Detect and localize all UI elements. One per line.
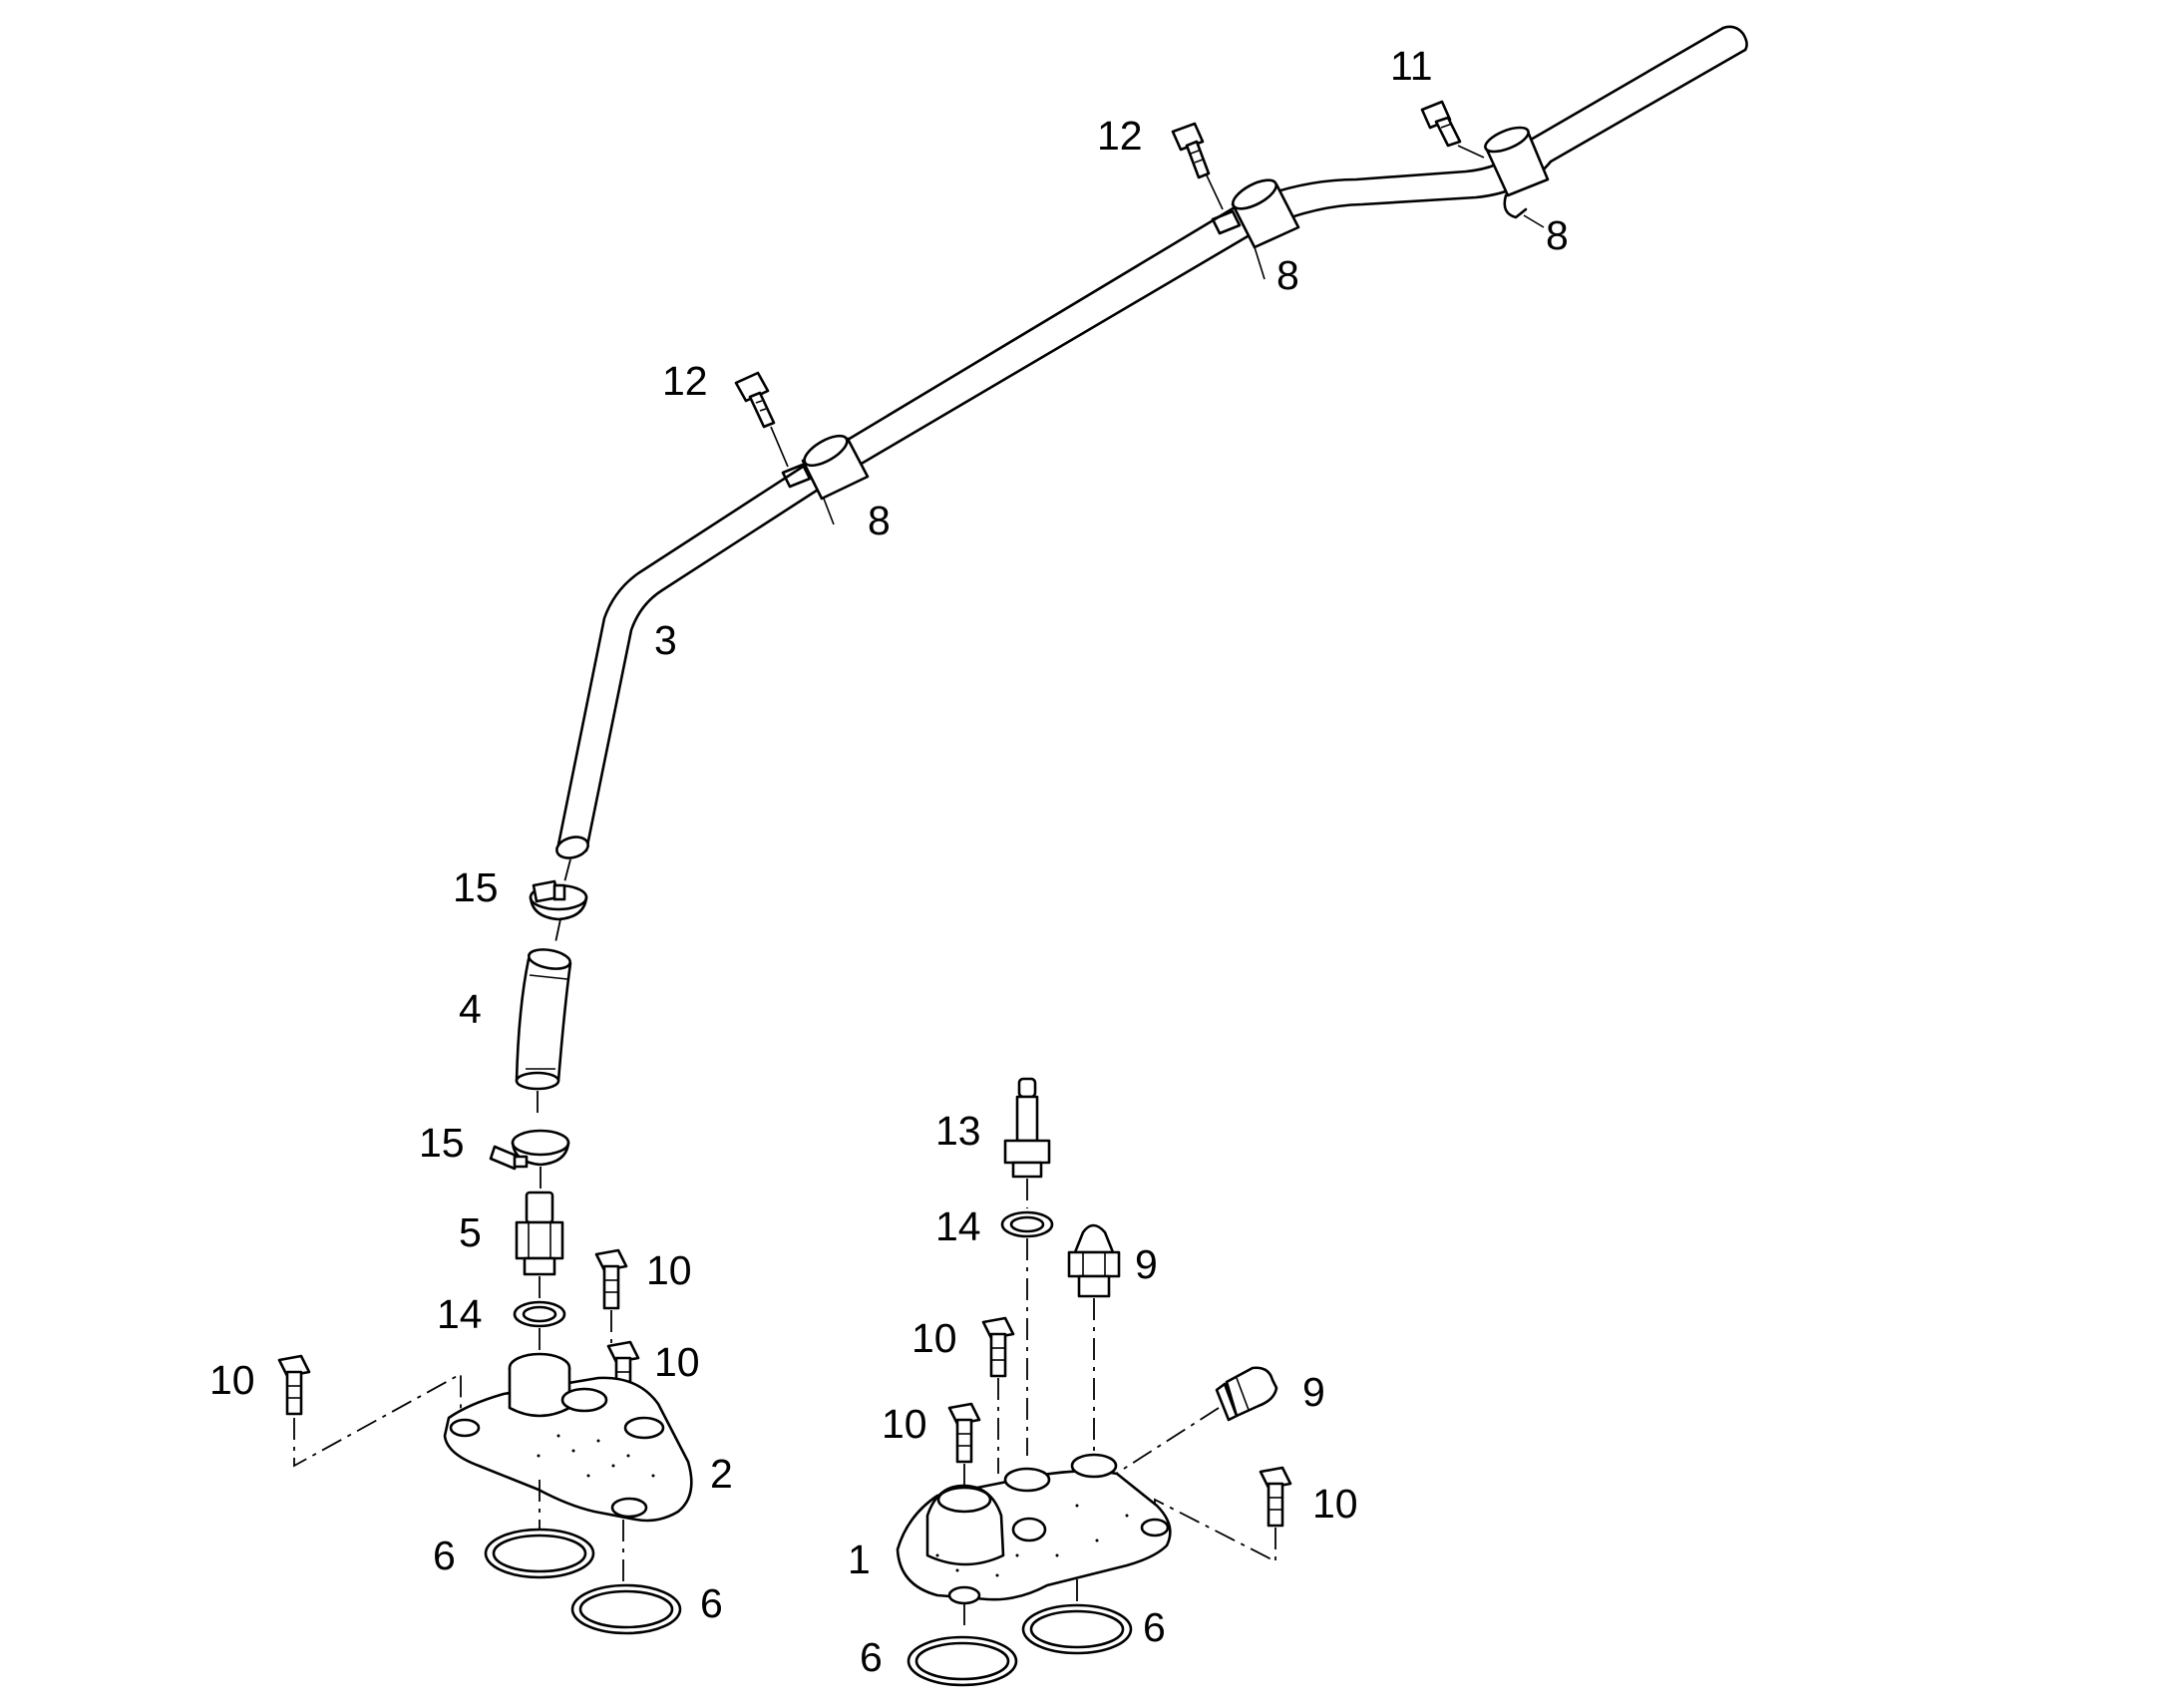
hose-part-4 [515, 948, 572, 1091]
callout-10-right-b: 10 [882, 1401, 927, 1447]
callout-6-left-b: 6 [700, 1580, 723, 1626]
pipe-part-3 [555, 25, 1748, 859]
bolt-part-10-left-a [594, 1248, 628, 1310]
bolt-part-10-right-b [947, 1402, 981, 1464]
clamp-part-8-a [781, 434, 870, 501]
o-ring-part-6-left-a [484, 1528, 595, 1579]
o-ring-part-14-left [513, 1300, 566, 1328]
fitting-part-5 [515, 1191, 564, 1276]
plug-part-9-upper [1067, 1223, 1121, 1298]
callout-8-c: 8 [1546, 212, 1569, 258]
callout-10-right-c: 10 [1312, 1481, 1358, 1527]
o-ring-part-14-right [1000, 1210, 1054, 1238]
clamp-part-8-c [1484, 126, 1550, 219]
callout-8-b: 8 [1276, 252, 1299, 298]
callout-3: 3 [654, 617, 677, 663]
bolt-part-10-right-c [1259, 1466, 1292, 1528]
nipple-part-13 [1003, 1077, 1051, 1179]
callout-1: 1 [848, 1537, 871, 1582]
bolt-part-11 [1420, 100, 1462, 148]
housing-part-1 [896, 1453, 1172, 1605]
callout-2: 2 [710, 1451, 733, 1497]
bolt-part-12-b [1171, 122, 1211, 179]
plug-part-9-lower [1215, 1366, 1278, 1422]
bolt-part-10-right-a [981, 1316, 1015, 1378]
o-ring-part-6-right-a [907, 1635, 1018, 1687]
callout-15-upper: 15 [453, 864, 499, 910]
callout-12-a: 12 [662, 358, 708, 404]
callout-6-right-a: 6 [860, 1634, 883, 1680]
callout-14-left: 14 [437, 1291, 483, 1337]
bolt-part-12-a [734, 371, 776, 429]
callout-5: 5 [459, 1209, 482, 1255]
callout-6-left-a: 6 [433, 1533, 456, 1578]
callout-15-lower: 15 [419, 1120, 465, 1166]
clamp-part-8-b [1211, 178, 1300, 249]
callout-4: 4 [459, 986, 482, 1032]
callout-12-b: 12 [1097, 113, 1143, 159]
hose-clamp-part-15-upper [529, 879, 588, 921]
o-ring-part-6-left-b [570, 1583, 682, 1635]
callout-10-left-c: 10 [209, 1357, 255, 1403]
callout-10-right-a: 10 [911, 1315, 957, 1361]
callout-labels: 1 2 3 4 5 6 6 6 6 8 8 8 9 9 10 10 10 10 … [209, 43, 1569, 1680]
o-ring-part-6-right-b [1021, 1603, 1133, 1655]
callout-9-lower: 9 [1302, 1369, 1325, 1415]
callout-6-right-b: 6 [1143, 1604, 1166, 1650]
bolt-part-10-left-c [277, 1354, 311, 1416]
callout-13: 13 [935, 1108, 981, 1154]
housing-part-2 [443, 1352, 693, 1523]
callout-10-left-a: 10 [646, 1247, 692, 1293]
callout-8-a: 8 [868, 498, 891, 543]
hose-clamp-part-15-lower [489, 1129, 570, 1171]
callout-9-upper: 9 [1135, 1241, 1158, 1287]
callout-10-left-b: 10 [654, 1339, 700, 1385]
callout-11: 11 [1390, 43, 1433, 89]
callout-14-right: 14 [935, 1203, 981, 1249]
